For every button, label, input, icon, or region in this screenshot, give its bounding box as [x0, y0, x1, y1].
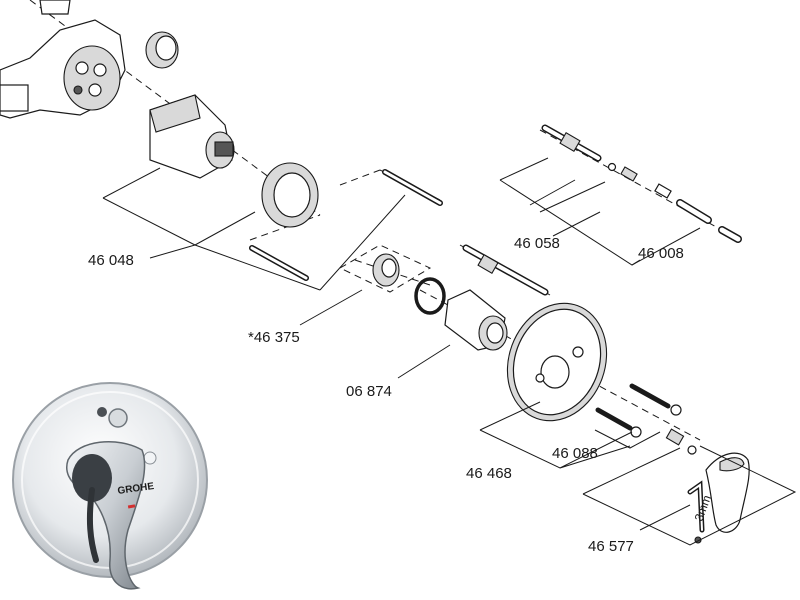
diverter-knob	[108, 408, 128, 428]
o-ring	[414, 277, 446, 315]
part-labels: 46 048 46 058 46 008 *46 375 06 874 46 4…	[88, 235, 684, 555]
cartridge	[149, 94, 235, 179]
lever-handle	[705, 452, 750, 533]
label-sleeve: 06 874	[346, 383, 392, 400]
valve-body	[0, 0, 126, 119]
spindle-set	[541, 124, 742, 243]
leader-lines	[102, 157, 797, 546]
label-screws: 46 088	[552, 445, 598, 462]
label-diverter-seal: *46 375	[248, 329, 300, 346]
assembly-axes	[29, 0, 741, 441]
plate-screws	[595, 383, 697, 455]
label-escutcheon: 46 468	[466, 465, 512, 482]
label-cartridge: 46 048	[88, 252, 134, 269]
mounting-ring	[261, 162, 319, 228]
diverter-seal	[338, 244, 432, 293]
label-spindle-set: 46 008	[638, 245, 684, 262]
long-screws	[249, 169, 443, 281]
hot-indicator	[127, 504, 136, 509]
brand-logo: GROHE	[117, 481, 155, 497]
diverter-spindle	[462, 244, 549, 296]
product-photo: GROHE	[12, 382, 208, 590]
hex-key-label: 3mm	[692, 493, 714, 523]
escutcheon-plate	[506, 302, 608, 422]
label-lever: 46 577	[588, 538, 634, 555]
plug-cap	[145, 31, 179, 69]
sleeve	[444, 289, 508, 351]
label-diverter-small: 46 058	[514, 235, 560, 252]
